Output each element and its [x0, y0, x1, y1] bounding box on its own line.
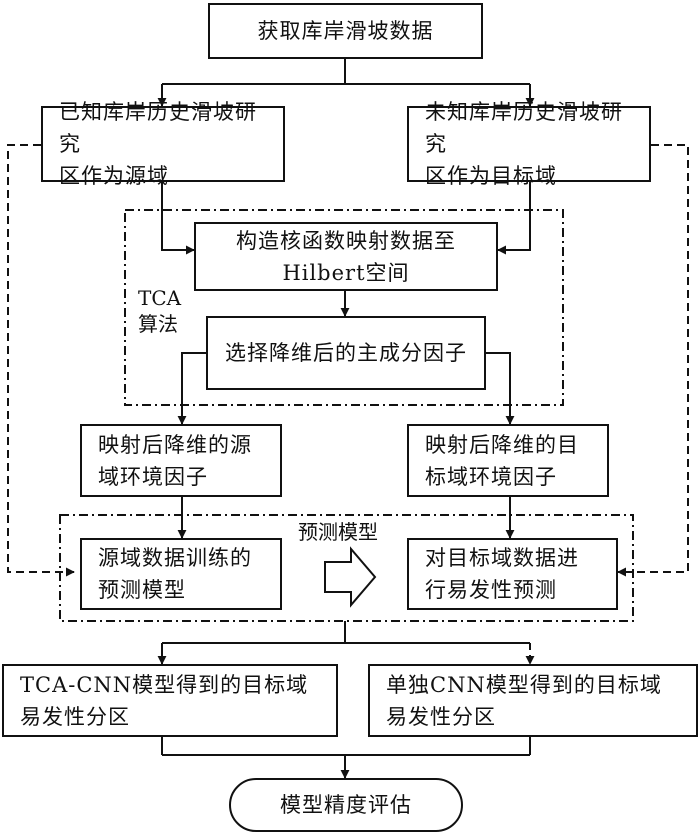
tca-cnn-result-label-2: 易发性分区 [20, 704, 130, 729]
cnn-result-node: 单独CNN模型得到的目标域 易发性分区 [368, 664, 698, 737]
model-evaluation-label: 模型精度评估 [280, 793, 412, 817]
model-evaluation-node: 模型精度评估 [229, 778, 463, 832]
prediction-model-group-frame [59, 514, 634, 622]
cnn-result-label-1: 单独CNN模型得到的目标域 [386, 672, 662, 697]
train-model-label-1: 源域数据训练的 [98, 546, 252, 570]
source-domain-label-2: 区作为源域 [59, 164, 169, 188]
tca-group-label-2: 算法 [138, 312, 178, 336]
source-env-factors-node: 映射后降维的源 域环境因子 [80, 424, 282, 497]
source-domain-label-1: 已知库岸历史滑坡研究 [59, 100, 257, 156]
tca-cnn-result-node: TCA-CNN模型得到的目标域 易发性分区 [2, 664, 338, 737]
target-domain-label-2: 区作为目标域 [425, 164, 557, 188]
kernel-mapping-label-2: Hilbert空间 [282, 260, 410, 285]
tca-cnn-result-label-1: TCA-CNN模型得到的目标域 [20, 672, 309, 697]
get-data-label: 获取库岸滑坡数据 [257, 19, 434, 43]
target-env-label-2: 标域环境因子 [425, 464, 557, 489]
kernel-mapping-label-1: 构造核函数映射数据至 [236, 228, 456, 253]
prediction-group-label: 预测模型 [298, 519, 378, 545]
target-env-label-1: 映射后降维的目 [425, 432, 579, 457]
split-connector [157, 58, 535, 107]
prediction-group-label-text: 预测模型 [298, 520, 378, 544]
tca-group-label-1: TCA [138, 286, 182, 310]
get-data-node: 获取库岸滑坡数据 [208, 3, 483, 59]
results-connectors [157, 621, 535, 779]
train-model-label-2: 预测模型 [98, 578, 186, 602]
cnn-result-label-2: 易发性分区 [386, 704, 496, 729]
select-factors-label: 选择降维后的主成分因子 [225, 341, 467, 365]
select-factors-node: 选择降维后的主成分因子 [206, 316, 486, 390]
source-domain-node: 已知库岸历史滑坡研究 区作为源域 [41, 100, 285, 188]
source-env-label-1: 映射后降维的源 [98, 432, 252, 457]
kernel-mapping-node: 构造核函数映射数据至 Hilbert空间 [194, 222, 498, 291]
target-domain-label-1: 未知库岸历史滑坡研究 [425, 100, 623, 156]
factor-split-connectors [177, 352, 515, 539]
source-env-label-2: 域环境因子 [98, 464, 208, 489]
target-domain-node: 未知库岸历史滑坡研究 区作为目标域 [407, 100, 651, 188]
train-model-node: 源域数据训练的 预测模型 [80, 538, 282, 610]
block-arrow-icon [324, 546, 377, 608]
tca-algorithm-group-frame [124, 209, 564, 406]
dashed-bypass-connectors [7, 144, 689, 577]
predict-target-label-1: 对目标域数据进 [425, 546, 579, 570]
tca-group-label: TCA 算法 [138, 285, 181, 337]
target-env-factors-node: 映射后降维的目 标域环境因子 [407, 424, 609, 497]
into-kernel-connectors [161, 182, 531, 317]
predict-target-label-2: 行易发性预测 [425, 578, 557, 602]
predict-target-node: 对目标域数据进 行易发性预测 [407, 538, 618, 610]
